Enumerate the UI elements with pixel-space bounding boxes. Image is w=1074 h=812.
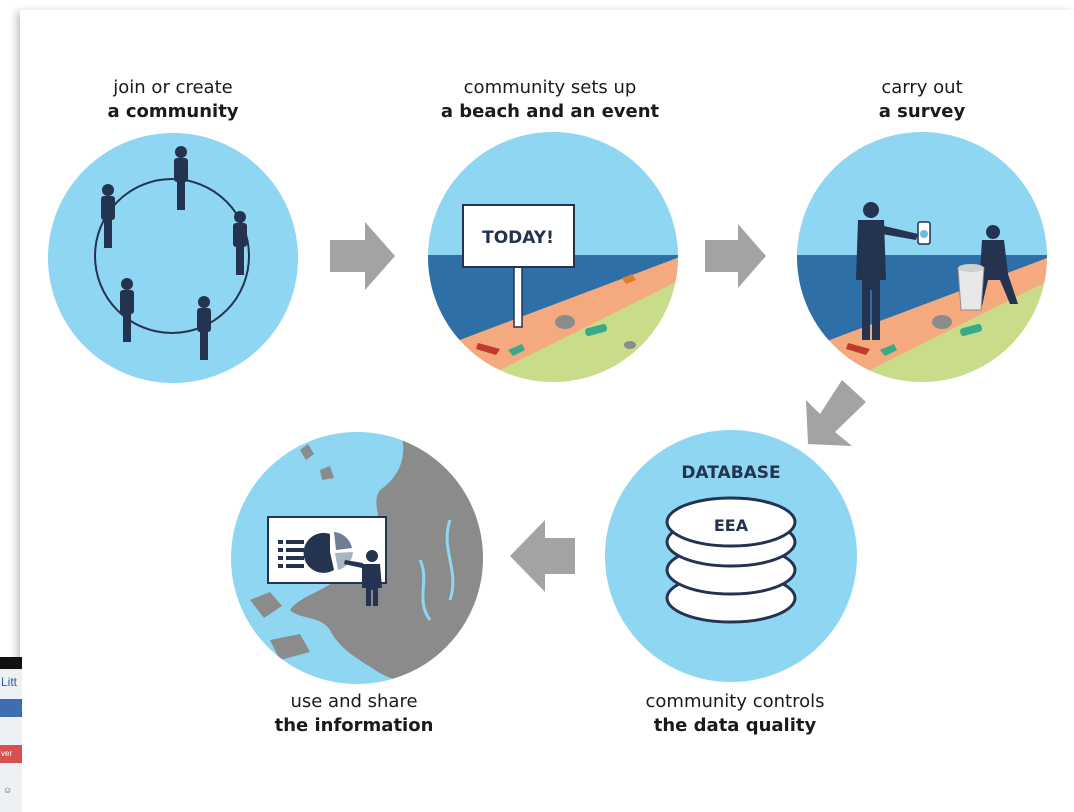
- peek-badge-bar: [0, 745, 22, 763]
- step-4-illustration: DATABASE EEA: [605, 430, 857, 682]
- person-icon: [233, 211, 247, 275]
- database-icon: [665, 496, 797, 624]
- sign-board: [462, 204, 575, 268]
- step-3-line1: carry out: [881, 77, 963, 98]
- arrow-right-icon: [330, 222, 395, 290]
- step-5-line2: the information: [274, 715, 434, 736]
- arrows: [330, 222, 866, 592]
- database-disk-label: EEA: [714, 516, 749, 535]
- people-icons: [101, 146, 247, 360]
- peek-bar: [0, 699, 22, 717]
- presentation-board: [267, 516, 387, 584]
- step-3-illustration: [796, 131, 1048, 383]
- sign-post: [513, 262, 523, 328]
- pie-icon: [303, 532, 334, 573]
- step-5-line1: use and share: [290, 691, 418, 712]
- step-1-illustration: [48, 133, 298, 383]
- presenter-figure: [344, 550, 382, 606]
- person-icon: [174, 146, 188, 210]
- step-2-line1: community sets up: [463, 77, 637, 98]
- step-3-caption: carry out a survey: [782, 76, 1062, 124]
- step-3-line2: a survey: [878, 101, 966, 122]
- step-2-line2: a beach and an event: [440, 101, 660, 122]
- step-4-line2: the data quality: [653, 715, 817, 736]
- arrow-left-icon: [510, 520, 575, 592]
- step-5-caption: use and share the information: [214, 690, 494, 738]
- arrow-right-icon: [705, 224, 766, 288]
- step-1-line2: a community: [107, 101, 239, 122]
- background-window-peek[interactable]: Litt ver ☺: [0, 657, 22, 812]
- step-4-caption: community controls the data quality: [595, 690, 875, 738]
- person-icon: [101, 184, 115, 248]
- database-label: DATABASE: [681, 463, 780, 483]
- peek-titlebar: [0, 657, 22, 669]
- ring: [94, 178, 250, 334]
- arrow-down-left-icon: [806, 380, 866, 446]
- person-icon: [120, 278, 134, 342]
- peek-icon: ☺: [3, 785, 13, 795]
- sign-text: TODAY!: [482, 228, 554, 248]
- step-1-caption: join or create a community: [33, 76, 313, 124]
- step-1-line1: join or create: [113, 77, 233, 98]
- peek-title: Litt: [1, 675, 18, 689]
- step-2-caption: community sets up a beach and an event: [410, 76, 690, 124]
- person-icon: [197, 296, 211, 360]
- peek-badge: ver: [1, 749, 13, 758]
- step-4-line1: community controls: [645, 691, 825, 712]
- step-1-circle: [48, 133, 298, 383]
